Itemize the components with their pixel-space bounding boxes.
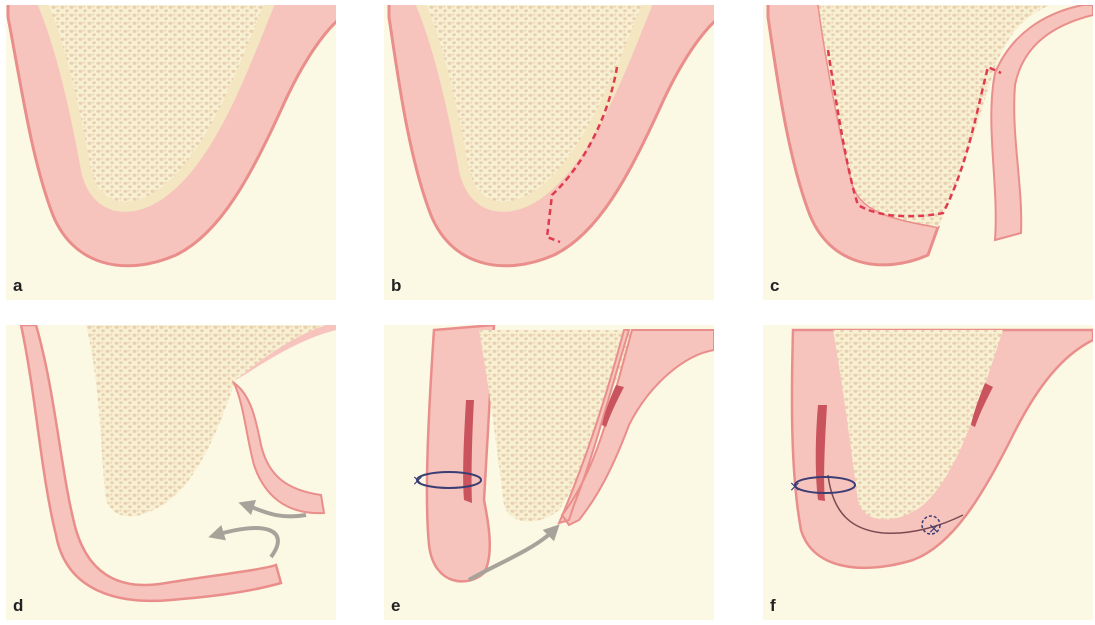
ridge-illustration-f: × × <box>763 325 1093 620</box>
ridge-illustration-a <box>6 5 336 300</box>
curved-arrow-icon <box>216 528 278 557</box>
panel-b: b <box>384 5 714 300</box>
panel-label: c <box>770 276 779 296</box>
suture-knot-icon: × <box>928 521 940 537</box>
panel-label: d <box>13 596 23 616</box>
ridge-illustration-d <box>6 325 336 620</box>
gingiva-outer <box>427 325 494 581</box>
ridge-illustration-c <box>763 5 1093 300</box>
ridge-illustration-e: × <box>384 325 714 620</box>
suture-knot-icon: × <box>789 479 801 495</box>
panel-a: a <box>6 5 336 300</box>
panel-c: c <box>763 5 1093 300</box>
panel-label: b <box>391 276 401 296</box>
flap-right <box>234 383 324 513</box>
panel-label: e <box>391 596 400 616</box>
panel-label: a <box>13 276 22 296</box>
panel-d: d <box>6 325 336 620</box>
panel-f: × × f <box>763 325 1093 620</box>
panel-e: × e <box>384 325 714 620</box>
ridge-illustration-b <box>384 5 714 300</box>
suture-knot-icon: × <box>412 473 424 489</box>
panel-label: f <box>770 596 776 616</box>
